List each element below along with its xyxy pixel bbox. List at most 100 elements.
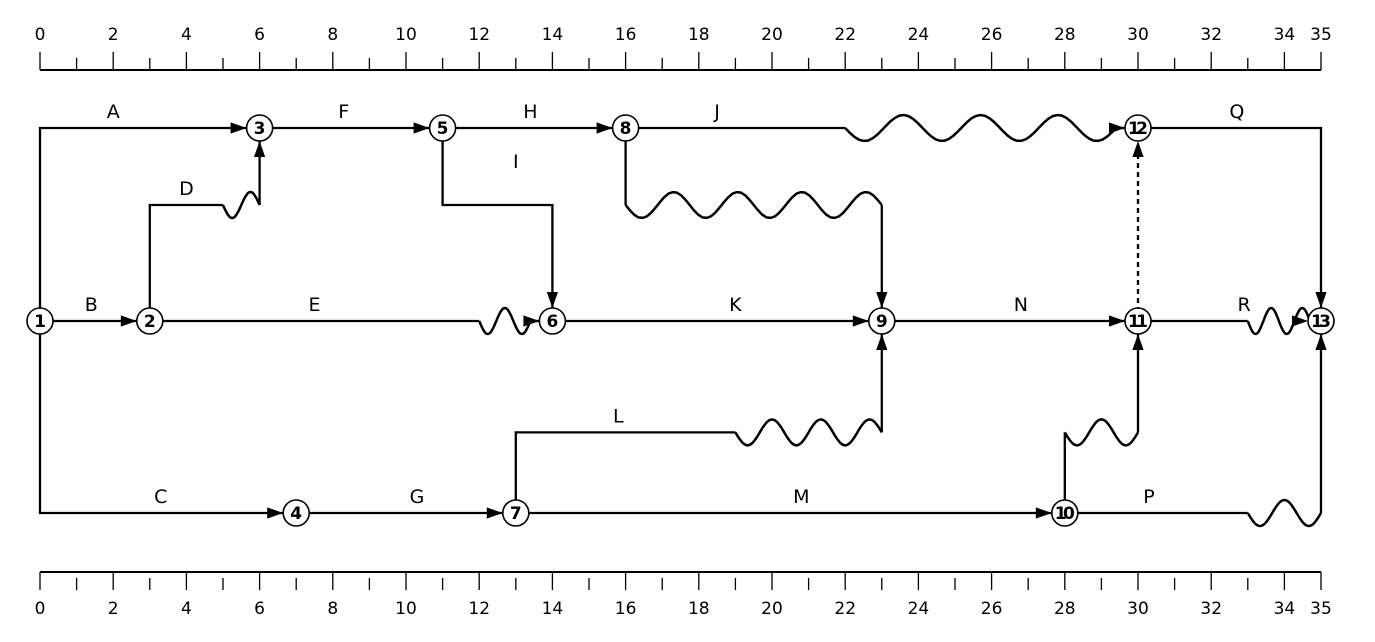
activity-dummy-11-12-arrowhead <box>1132 141 1144 157</box>
node-7-circle <box>501 499 530 527</box>
activity-p-float-wave <box>1246 498 1323 528</box>
node-1-circle <box>26 307 54 335</box>
activity-r-label: R <box>1238 294 1251 316</box>
activity-i-label: I <box>513 151 519 173</box>
node-13: 13 <box>1307 307 1335 335</box>
node-10-label: 10 <box>1055 504 1075 524</box>
node-9-label: 9 <box>876 312 888 332</box>
node-5-circle <box>428 114 457 142</box>
activity-e-label: E <box>308 294 320 316</box>
top-scale-tick-label: 14 <box>542 25 564 45</box>
node-13-label: 13 <box>1311 312 1331 332</box>
activity-c-arrowhead <box>267 507 284 519</box>
top-scale-tick-label: 32 <box>1200 25 1222 45</box>
activity-q-label: Q <box>1229 101 1244 123</box>
activity-n <box>881 315 1125 327</box>
activity-p-label: P <box>1143 486 1154 508</box>
top-scale-tick-label: 18 <box>688 25 710 45</box>
activity-a-arrowhead <box>230 122 247 134</box>
top-scale-tick-label: 24 <box>908 25 930 45</box>
activity-j-arrowhead <box>1109 122 1125 134</box>
activity-l-line <box>514 431 736 513</box>
node-12: 12 <box>1124 114 1152 142</box>
top-scale-tick-label: 12 <box>468 25 490 45</box>
bottom-scale-tick-label: 30 <box>1127 599 1149 619</box>
activity-f-arrowhead <box>413 122 430 134</box>
top-scale-tick-label: 26 <box>981 25 1003 45</box>
node-7: 7 <box>501 499 530 527</box>
activity-d-label: D <box>179 178 194 200</box>
activity-r <box>1138 306 1312 336</box>
activity-h <box>442 122 613 134</box>
activity-r-arrowhead <box>1292 315 1308 327</box>
activity-g-label: G <box>410 486 425 508</box>
node-11-circle <box>1124 307 1152 335</box>
activity-k-arrowhead <box>852 315 869 327</box>
node-8: 8 <box>611 114 640 142</box>
node-5: 5 <box>428 114 457 142</box>
activity-q-arrowhead <box>1315 292 1327 308</box>
node-3-circle <box>245 114 274 142</box>
activity-d <box>148 141 266 321</box>
bottom-scale-tick-label: 2 <box>108 599 119 619</box>
node-2-label: 2 <box>144 312 156 332</box>
activity-l-float-wave <box>734 418 883 447</box>
top-scale-tick-label: 28 <box>1054 25 1076 45</box>
activity-p <box>1064 334 1327 528</box>
activity-i-arrowhead <box>546 292 558 308</box>
node-6-circle <box>538 307 567 335</box>
activity-q-line <box>1138 126 1323 308</box>
activity-a-label: A <box>107 101 120 123</box>
activity-j-float-wave <box>844 113 1117 143</box>
activity-f <box>259 122 430 134</box>
top-scale-tick-label: 8 <box>327 25 338 45</box>
activity-h-arrowhead <box>596 122 613 134</box>
node-1: 1 <box>26 307 54 335</box>
bottom-scale-tick-label: 20 <box>761 599 783 619</box>
node-7-label: 7 <box>510 504 522 524</box>
activity-i <box>441 128 558 308</box>
bottom-scale-tick-label: 24 <box>908 599 930 619</box>
node-4-label: 4 <box>290 504 302 524</box>
activity-arrows <box>38 113 1327 528</box>
activity-k <box>552 315 869 327</box>
activity-dummy-11-12 <box>1132 141 1144 321</box>
activity-d-float-wave <box>221 190 261 220</box>
top-scale-tick-label: 35 <box>1310 25 1332 45</box>
node-13-circle <box>1307 307 1335 335</box>
bottom-scale-tick-label: 0 <box>35 599 46 619</box>
bottom-scale-tick-label: 26 <box>981 599 1003 619</box>
activity-j <box>625 113 1125 143</box>
node-9: 9 <box>867 307 896 335</box>
activity-b-arrowhead <box>120 315 137 327</box>
activity-10-11 <box>1063 334 1144 513</box>
node-9-circle <box>867 307 896 335</box>
node-11-label: 11 <box>1128 312 1148 332</box>
bottom-scale-tick-label: 4 <box>181 599 192 619</box>
activity-8-9 <box>624 128 888 308</box>
activity-g <box>296 507 503 519</box>
node-8-label: 8 <box>620 119 632 139</box>
node-3-label: 3 <box>254 119 266 139</box>
node-6-label: 6 <box>546 312 558 332</box>
bottom-scale-tick-label: 16 <box>615 599 637 619</box>
activity-m-arrowhead <box>1035 507 1052 519</box>
activity-e-float-wave <box>478 306 532 336</box>
node-2-circle <box>136 307 164 335</box>
activity-l <box>514 334 888 513</box>
activity-p-arrowhead <box>1315 334 1327 350</box>
activity-g-arrowhead <box>486 507 503 519</box>
activity-10-11-float-wave <box>1063 418 1140 447</box>
node-8-circle <box>611 114 640 142</box>
activity-10-11-arrowhead <box>1132 334 1144 350</box>
activity-a-line <box>38 126 247 321</box>
activity-a <box>38 122 247 321</box>
bottom-scale-tick-label: 32 <box>1200 599 1222 619</box>
node-4-circle <box>282 499 311 527</box>
node-11: 11 <box>1124 307 1152 335</box>
node-12-label: 12 <box>1128 119 1148 139</box>
